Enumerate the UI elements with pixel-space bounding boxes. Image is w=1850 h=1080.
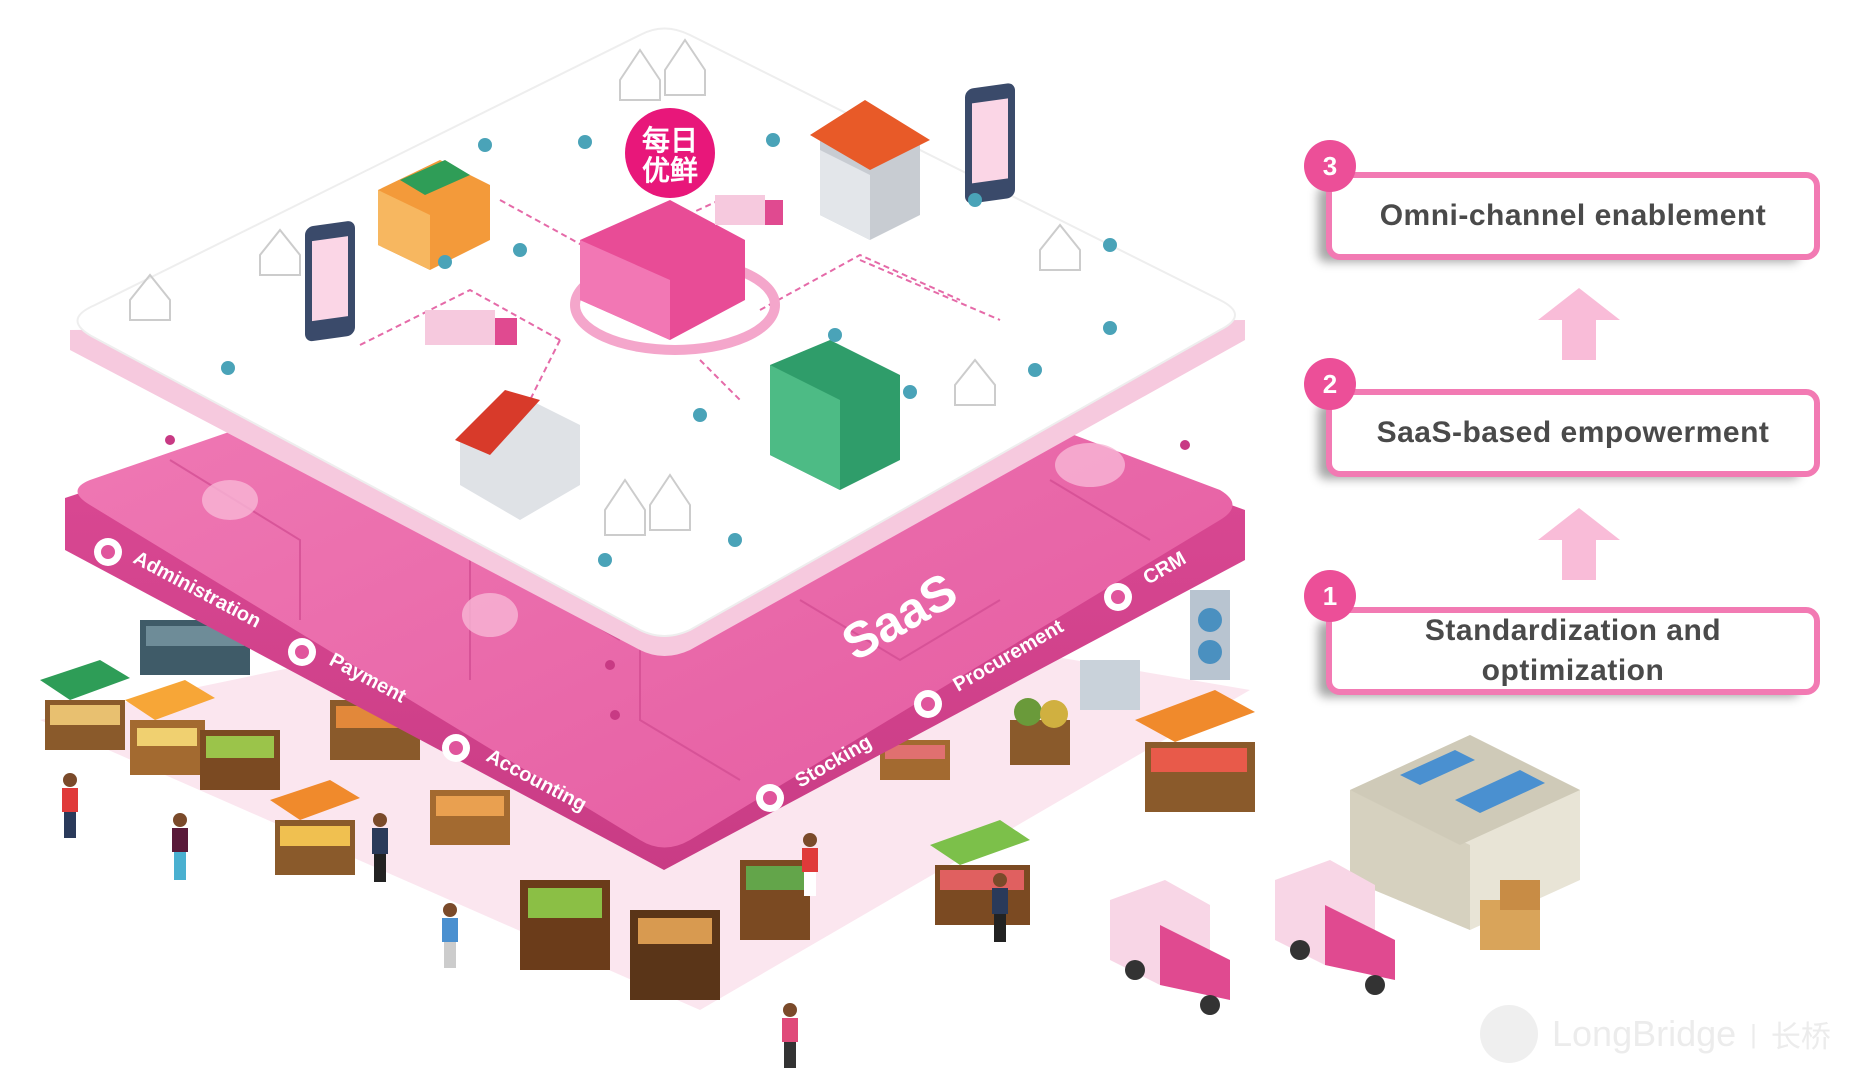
watermark-separator: | — [1750, 1018, 1757, 1049]
step-label: Omni-channel enablement — [1379, 199, 1767, 232]
step-label: Standardization and optimization — [1424, 614, 1722, 687]
omni-channel-platform: 每日 优鲜 — [70, 27, 1245, 656]
step-standardization-and-optimization: Standardization and optimization — [1326, 607, 1820, 695]
step-number-badge: 2 — [1304, 358, 1356, 410]
market-stalls-right — [880, 590, 1255, 925]
market-stalls — [40, 620, 810, 1000]
step-omni-channel-enablement: Omni-channel enablement — [1326, 172, 1820, 260]
up-arrow-icon — [1538, 288, 1620, 360]
longbridge-watermark: LongBridge | 长桥 — [1480, 1005, 1831, 1063]
warehouse — [1350, 735, 1580, 950]
missfresh-logo — [625, 108, 715, 198]
watermark-brand: LongBridge — [1552, 1013, 1737, 1054]
step-label: SaaS-based empowerment — [1376, 416, 1770, 449]
delivery-truck — [1275, 860, 1395, 995]
longbridge-logo-icon — [1480, 1005, 1538, 1063]
step-number-badge: 1 — [1304, 570, 1356, 622]
step-saas-based-empowerment: SaaS-based empowerment — [1326, 389, 1820, 477]
up-arrow-icon — [1538, 508, 1620, 580]
delivery-truck — [1110, 880, 1230, 1015]
svg-text:每日: 每日 — [642, 124, 698, 157]
svg-text:优鲜: 优鲜 — [642, 154, 698, 187]
step-number-badge: 3 — [1304, 140, 1356, 192]
watermark-brand-cn: 长桥 — [1770, 1020, 1831, 1055]
shoppers — [62, 773, 1008, 1068]
